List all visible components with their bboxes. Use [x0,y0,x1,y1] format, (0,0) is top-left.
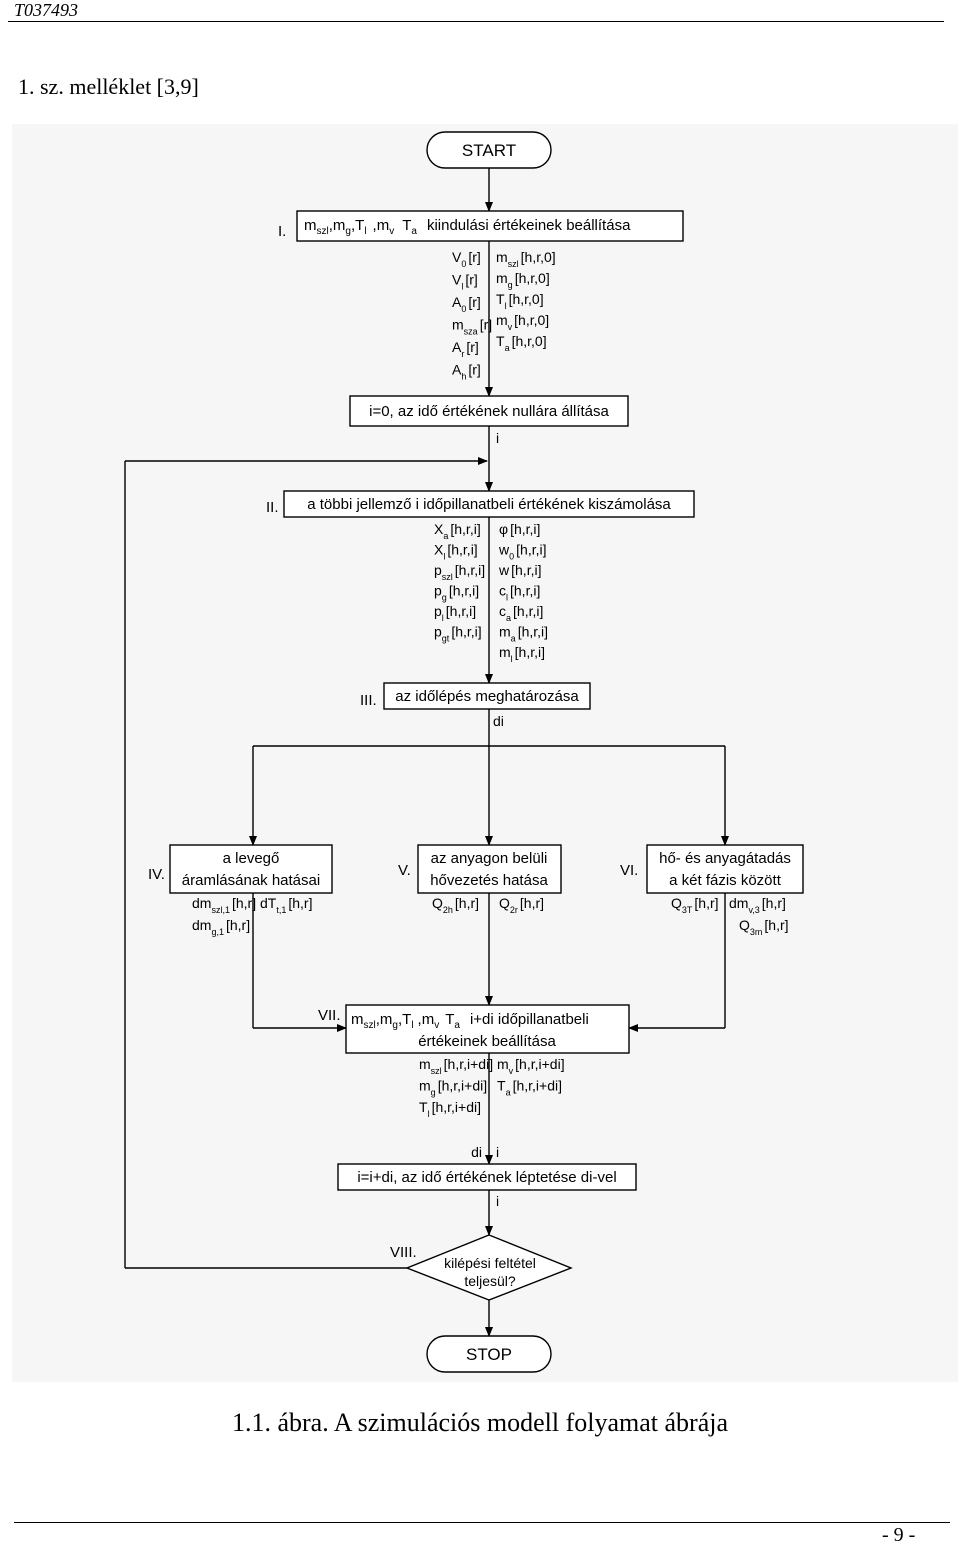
step-4-vars: dmszl,1[h,r]dTt,1[h,r] dmg,1[h,r] [192,895,312,937]
step-5-label-line1: az anyagon belüli [431,850,548,867]
variable-label: pl[h,r,i] [434,603,476,623]
step-3-label: az időlépés meghatározása [395,688,579,705]
page-number: - 9 - [882,1524,916,1546]
variable-label: w[h,r,i] [498,562,541,578]
stop-terminal [426,1335,552,1373]
step-6-roman: VI. [620,862,638,879]
variable-label: mv[h,r,0] [496,312,549,332]
variable-label: Ar[r] [452,339,479,359]
variable-label: mv[h,r,i+di] [497,1056,565,1076]
step-6-vars: Q3T[h,r] dmv,3[h,r]Q3m[h,r] [671,895,789,937]
variable-label: φ[h,r,i] [499,521,540,537]
step-1-roman: I. [278,223,286,240]
variable-label: mszl[h,r,0] [496,249,556,269]
variable-label: mg[h,r,i+di] [419,1078,487,1098]
step-2-label: a többi jellemző i időpillanatbeli érték… [307,496,671,513]
arrow-label-i-in: i [496,1144,499,1160]
step-2-left-vars: Xa[h,r,i]Xl[h,r,i]pszl[h,r,i]pg[h,r,i]pl… [434,521,485,644]
stop-label: STOP [466,1345,512,1364]
step-4-label-line1: a levegő [223,850,280,867]
decision-label-line2: teljesül? [464,1273,516,1289]
document-id: T037493 [14,0,79,20]
step-1-right-vars: mszl[h,r,0]mg[h,r,0]Tl[h,r,0]mv[h,r,0]Ta… [496,249,556,353]
variable-label: mszl[h,r,i+di] [419,1056,493,1076]
variable-label: dmv,3[h,r] [729,895,786,915]
decision-label-line1: kilépési feltétel [444,1255,536,1271]
arrow-label-i: i [496,430,499,446]
variable-label: Q2r[h,r] [499,895,544,915]
step-1-box [296,210,684,242]
variable-label: pg[h,r,i] [434,583,479,603]
step-5-label-line2: hővezetés hatása [430,872,548,889]
decision-diamond [405,1234,573,1301]
step-7-box [345,1004,630,1054]
step-7-roman: VII. [318,1007,341,1024]
variable-label: ca[h,r,i] [499,603,543,623]
arrow-label-di-in: di [471,1144,482,1160]
start-terminal [426,131,552,169]
step-time-label: i=i+di, az idő értékének léptetése di-ve… [357,1169,616,1186]
init-time-label: i=0, az idő értékének nullára állítása [369,403,609,420]
header-rule [8,21,944,22]
variable-label: pgt[h,r,i] [434,624,482,644]
variable-label: Xa[h,r,i] [434,521,481,541]
step-time-box [337,1163,637,1191]
step-3-box [383,682,591,710]
variable-label: Tl[h,r,0] [496,291,544,311]
variable-label: A0[r] [452,294,481,314]
variable-label: ma[h,r,i] [499,624,548,644]
step-7-label-line2: értékeinek beállítása [418,1033,556,1050]
variable-label: cl[h,r,i] [499,583,540,603]
variable-label: ml[h,r,i] [499,644,545,664]
init-time-box [349,395,629,427]
variable-label: w0[h,r,i] [498,542,547,562]
step-6-label-line1: hő- és anyagátadás [659,850,791,867]
variable-label: Q3T[h,r] [671,895,719,915]
figure-caption: 1.1. ábra. A szimulációs modell folyamat… [231,1408,729,1437]
step-7-right-vars: mv[h,r,i+di]Ta[h,r,i+di] [497,1056,565,1098]
step-6-box [646,844,804,894]
variable-label: mg[h,r,0] [496,270,550,290]
variable-label: Q3m[h,r] [739,917,789,937]
variable-label: Ta[h,r,i+di] [497,1078,562,1098]
variable-label: Ta[h,r,0] [496,333,547,353]
step-2-roman: II. [266,499,279,516]
step-5-roman: V. [398,862,411,879]
step-5-box [417,844,562,894]
step-1-left-vars: V0[r] Vl[r]A0[r] msza[r]Ar[r] Ah[r] [452,249,492,382]
step-2-right-vars: φ[h,r,i] w0[h,r,i]w[h,r,i] cl[h,r,i]ca[h,r… [498,521,548,664]
variable-label: Xl[h,r,i] [434,542,478,562]
appendix-title: 1. sz. melléklet [3,9] [18,74,199,99]
variable-label: Q2h[h,r] [432,895,479,915]
step-6-label-line2: a két fázis között [669,872,782,889]
variable-label: dTt,1[h,r] [260,895,312,915]
start-label: START [462,141,516,160]
step-5-vars: Q2h[h,r] Q2r[h,r] [432,895,544,915]
variable-label: dmszl,1[h,r] [192,895,256,915]
step-7-left-vars: mszl[h,r,i+di]mg[h,r,i+di]Tl[h,r,i+di] [419,1056,493,1119]
step-2-box [283,490,695,518]
variable-label: msza[r] [452,317,492,337]
variable-label: Vl[r] [452,272,478,292]
step-4-box [169,844,333,894]
step-4-label-line2: áramlásának hatásai [182,872,320,889]
variable-label: Tl[h,r,i+di] [419,1099,481,1119]
variable-label: dmg,1[h,r] [192,917,250,937]
footer-rule [14,1522,950,1523]
step-4-roman: IV. [148,866,165,883]
arrow-label-i-out: i [496,1193,499,1209]
step-3-roman: III. [360,692,377,709]
variable-label: V0[r] [452,249,481,269]
variable-label: pszl[h,r,i] [434,562,485,582]
variable-label: Ah[r] [452,362,481,382]
arrow-label-di: di [493,713,504,729]
step-8-roman: VIII. [390,1244,417,1261]
